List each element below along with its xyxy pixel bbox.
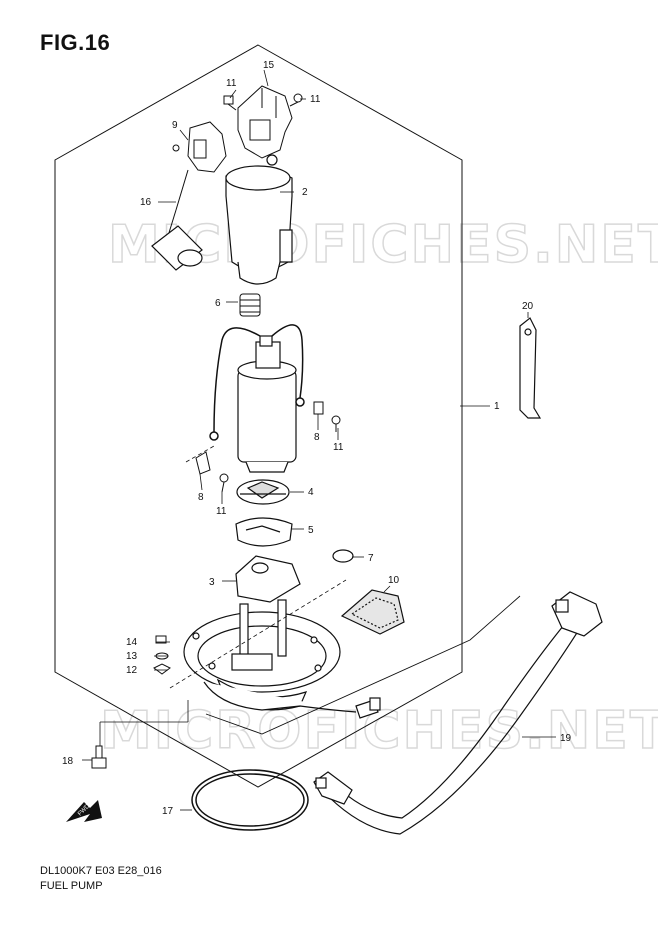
pump-cover-part xyxy=(235,555,301,603)
clip-guide-line xyxy=(185,445,215,463)
level-sender-part xyxy=(167,121,227,237)
bracket-part xyxy=(237,85,293,159)
bolt-part xyxy=(91,745,107,769)
callout-8: 8 xyxy=(198,492,204,503)
leader-lines xyxy=(82,69,556,811)
callout-11: 11 xyxy=(216,506,227,517)
callout-5: 5 xyxy=(308,525,314,536)
callout-labels: 15 11 11 9 16 2 6 20 1 8 11 8 11 4 5 7 3… xyxy=(62,60,572,817)
callout-14: 14 xyxy=(126,637,138,648)
float-part xyxy=(151,225,203,271)
pump-motor-part xyxy=(237,335,297,473)
hose-end-fitting-upper xyxy=(551,591,603,637)
base-plate-part xyxy=(183,599,341,711)
screw-part xyxy=(223,93,303,111)
callout-15: 15 xyxy=(263,60,275,71)
assembly-outline xyxy=(54,44,463,788)
cushion-part xyxy=(239,293,261,317)
callout-1: 1 xyxy=(494,401,500,412)
callout-11: 11 xyxy=(310,94,321,105)
hose-route-line xyxy=(205,595,521,735)
filter-part xyxy=(236,479,290,505)
o-ring-part xyxy=(332,549,354,563)
callout-19: 19 xyxy=(560,733,572,744)
model-code: DL1000K7 E03 E28_016 xyxy=(40,865,162,877)
callout-4: 4 xyxy=(308,487,314,498)
callout-9: 9 xyxy=(172,120,178,131)
callout-12: 12 xyxy=(126,665,138,676)
clip-part-left xyxy=(195,451,229,493)
callout-6: 6 xyxy=(215,298,221,309)
fwd-arrow-icon: FWD xyxy=(66,800,102,822)
strap-part xyxy=(519,317,542,419)
callout-7: 7 xyxy=(368,553,374,564)
part-group-name: FUEL PUMP xyxy=(40,880,103,892)
figure-title: FIG.16 xyxy=(40,30,111,55)
holder-part xyxy=(235,517,293,547)
clip-part xyxy=(313,401,341,432)
callout-3: 3 xyxy=(209,577,215,588)
callout-16: 16 xyxy=(140,197,152,208)
callout-8: 8 xyxy=(314,432,320,443)
callout-20: 20 xyxy=(522,301,534,312)
callout-10: 10 xyxy=(388,575,400,586)
callout-11: 11 xyxy=(333,442,344,453)
callout-18: 18 xyxy=(62,756,74,767)
hose-part xyxy=(321,619,581,835)
pad-part xyxy=(340,589,405,635)
callout-13: 13 xyxy=(126,651,138,662)
callout-2: 2 xyxy=(302,187,308,198)
pump-housing-part xyxy=(225,154,293,285)
callout-17: 17 xyxy=(162,806,174,817)
pump-wiring-part xyxy=(209,324,305,441)
watermark-top: MICROFICHES.NET xyxy=(108,215,658,275)
gasket-part xyxy=(191,769,309,831)
hose-end-fitting-lower xyxy=(313,771,353,805)
callout-11: 11 xyxy=(226,78,237,89)
plate-harness-part xyxy=(203,681,381,719)
